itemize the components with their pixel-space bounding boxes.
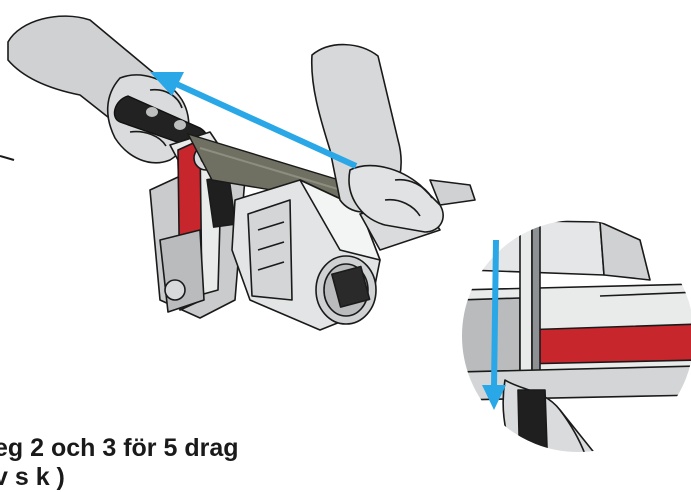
leader-line [0,155,15,161]
belt-detail-icon [519,323,691,365]
caption-line-2: v s k ) [0,463,65,491]
knife-handle [113,95,209,151]
sharpening-illustration [0,15,691,456]
left-arm-hand-icon [7,15,190,164]
pull-direction-arrow-icon [150,72,358,169]
down-arrow-icon [491,239,499,389]
detail-inset [458,216,691,456]
caption-line-1: eg 2 och 3 för 5 drag [0,434,239,462]
right-arm-hand-icon [310,43,444,233]
